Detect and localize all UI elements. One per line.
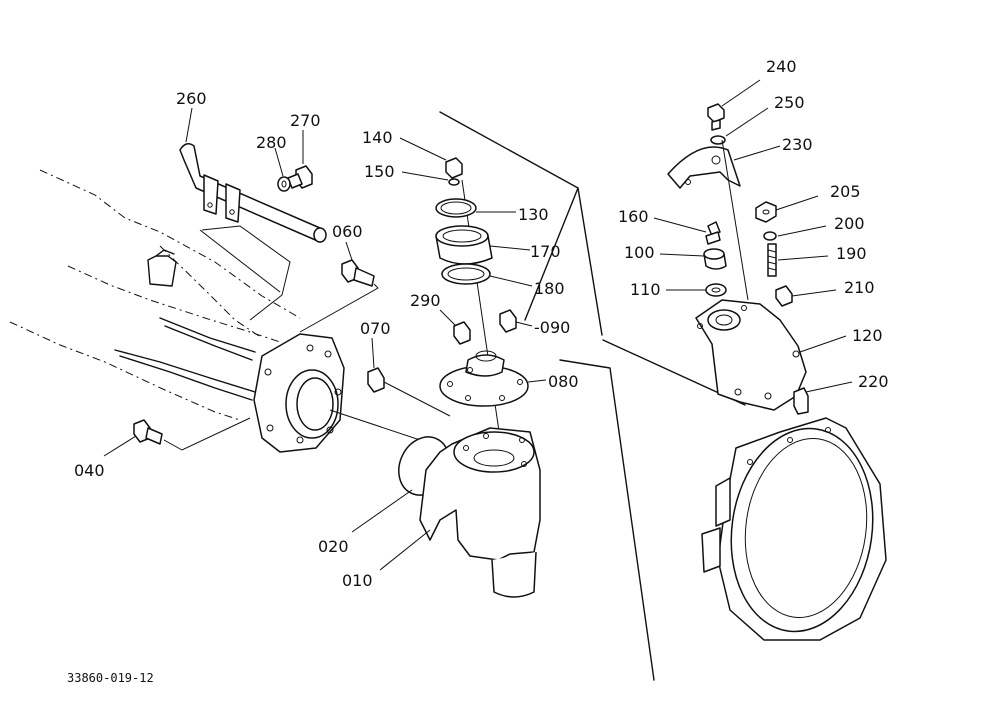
callout-020: 020 [318,537,349,556]
grease-nipple-160 [705,221,721,245]
washer-200 [763,231,777,241]
callout-080: 080 [548,372,579,391]
callout-060: 060 [332,222,363,241]
callout-250: 250 [774,93,805,112]
flange-housing [253,333,451,453]
washer-150 [448,178,460,186]
callout-070: 070 [360,319,391,338]
washer-250 [710,135,726,145]
collar-100 [703,248,727,270]
callout-010: 010 [342,571,373,590]
plug-140 [445,157,463,179]
seal-130 [435,198,477,218]
seal-180 [441,263,491,285]
bushing-170 [435,225,493,265]
callout-090: -090 [534,318,570,337]
callout-280: 280 [256,133,287,152]
callout-110: 110 [630,280,661,299]
seal-110 [705,283,727,297]
callout-140: 140 [362,128,393,147]
callout-240: 240 [766,57,797,76]
callout-120: 120 [852,326,883,345]
final-case [701,417,887,641]
collar-070 [367,367,451,417]
callout-160: 160 [618,207,649,226]
cap-080 [439,350,529,407]
callout-180: 180 [534,279,565,298]
callout-100: 100 [624,243,655,262]
right-axis-line [721,139,749,301]
callout-290: 290 [410,291,441,310]
bolt-090 [499,309,517,333]
callout-210: 210 [844,278,875,297]
callout-130: 130 [518,205,549,224]
bolt-240 [707,103,725,131]
drawing-code: 33860-019-12 [67,671,154,685]
callout-labels: 260 270 280 060 040 070 140 150 130 170 … [74,57,889,590]
tie-rod [179,143,327,321]
callout-150: 150 [364,162,395,181]
leader-lines [103,79,853,571]
callout-040: 040 [74,461,105,480]
callout-270: 270 [290,111,321,130]
axle-housing [9,169,301,421]
callout-205: 205 [830,182,861,201]
bolt-220 [793,387,809,415]
callout-260: 260 [176,89,207,108]
stud-190 [767,243,777,277]
bolt-270 [287,165,313,189]
callout-220: 220 [858,372,889,391]
nut-205 [755,201,777,223]
bolt-290 [453,321,471,345]
callout-190: 190 [836,244,867,263]
bolt-210 [775,285,793,307]
callout-200: 200 [834,214,865,233]
callout-170: 170 [530,242,561,261]
washer-280 [277,176,291,192]
bolt-040 [133,417,251,451]
callout-230: 230 [782,135,813,154]
knuckle-case-010 [419,427,541,598]
cover-230 [667,146,741,189]
arm-120 [695,299,807,411]
